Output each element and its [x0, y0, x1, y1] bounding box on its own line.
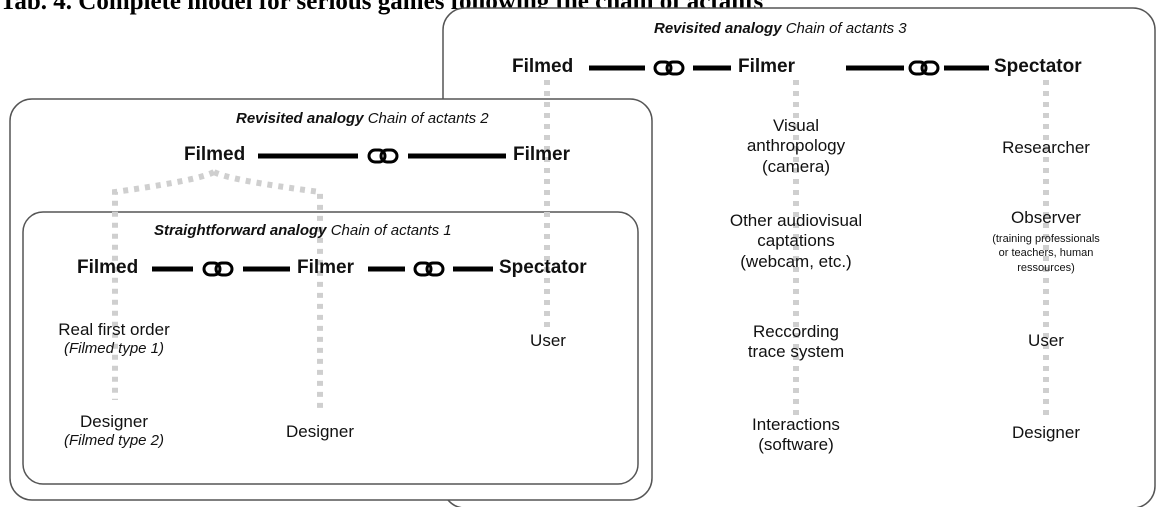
- chain1-box: [22, 211, 639, 485]
- chain3-filmer-visual-anthropology: Visual anthropology (camera): [736, 116, 856, 177]
- chain-link-icon: [202, 261, 234, 277]
- chain2-node-filmed: Filmed: [184, 144, 246, 165]
- chain-link-icon: [413, 261, 445, 277]
- chain2-header-rest: Chain of actants 2: [367, 110, 489, 127]
- chain1-node-filmer: Filmer: [297, 257, 355, 278]
- chain3-node-filmer: Filmer: [738, 56, 796, 77]
- chain1-filmer-designer: Designer: [285, 422, 355, 441]
- chain3-filmer-line: (webcam, etc.): [740, 251, 852, 271]
- chain1-filmed-first-type: (Filmed type 1): [63, 340, 165, 358]
- chain3-spectator-observer-note: (training professionals or teachers, hum…: [976, 232, 1116, 275]
- chain3-spectator-user: User: [1028, 331, 1064, 350]
- observer-note-line: or teachers, human: [998, 247, 1094, 260]
- chain3-filmer-line: captations: [757, 231, 835, 251]
- chain3-header-bold: Revisited analogy: [654, 20, 782, 37]
- chain3-filmer-line: (software): [758, 435, 834, 455]
- chain3-filmer-line: trace system: [747, 342, 845, 362]
- chain2-header-bold: Revisited analogy: [236, 110, 364, 127]
- chain3-filmer-line: Visual: [773, 116, 819, 135]
- chain3-filmer-recording-trace: Reccording trace system: [736, 322, 856, 363]
- chain3-node-filmed: Filmed: [512, 56, 574, 77]
- chain1-header: Straightforward analogy Chain of actants…: [154, 222, 452, 239]
- observer-note-line: (training professionals: [992, 233, 1100, 245]
- chain3-filmer-line: Other audiovisual: [729, 211, 863, 230]
- chain2-node-filmer: Filmer: [513, 144, 571, 165]
- chain1-node-spectator: Spectator: [499, 257, 587, 278]
- chain3-filmer-line: Reccording: [753, 322, 839, 341]
- chain-link-icon: [653, 60, 685, 76]
- chain3-spectator-researcher: Researcher: [1002, 138, 1090, 157]
- chain2-header: Revisited analogy Chain of actants 2: [236, 110, 489, 127]
- chain1-filmed-first-label: Real first order: [58, 320, 170, 339]
- chain3-filmer-line: Interactions: [752, 415, 840, 434]
- chain2-filmed-branch-line-right: [212, 169, 323, 410]
- chain1-header-rest: Chain of actants 1: [330, 222, 452, 239]
- chain3-filmer-interactions: Interactions (software): [736, 415, 856, 456]
- chain1-spectator-user: User: [530, 331, 566, 350]
- chain3-spectator-observer: Observer: [1011, 208, 1081, 227]
- chain1-header-bold: Straightforward analogy: [154, 222, 327, 239]
- chain3-node-spectator: Spectator: [994, 56, 1082, 77]
- chain3-filmer-line: (camera): [761, 156, 830, 176]
- chain1-filmed-second-type: (Filmed type 2): [63, 432, 165, 450]
- chain1-filmed-first-order: Real first order (Filmed type 1): [34, 320, 194, 358]
- chain3-filmer-line: anthropology: [746, 136, 846, 156]
- chain3-spectator-designer: Designer: [1011, 423, 1081, 442]
- chain-link-icon: [908, 60, 940, 76]
- chain1-node-filmed: Filmed: [77, 257, 139, 278]
- chain-link-icon: [367, 148, 399, 164]
- chain1-filmed-second-label: Designer: [79, 412, 149, 431]
- chain3-filmer-other-audiovisual: Other audiovisual captations (webcam, et…: [711, 211, 881, 272]
- observer-note-line: ressources): [1017, 261, 1075, 274]
- chain3-header: Revisited analogy Chain of actants 3: [654, 20, 907, 37]
- chain1-filmed-designer: Designer (Filmed type 2): [34, 412, 194, 450]
- chain3-header-rest: Chain of actants 3: [785, 20, 907, 37]
